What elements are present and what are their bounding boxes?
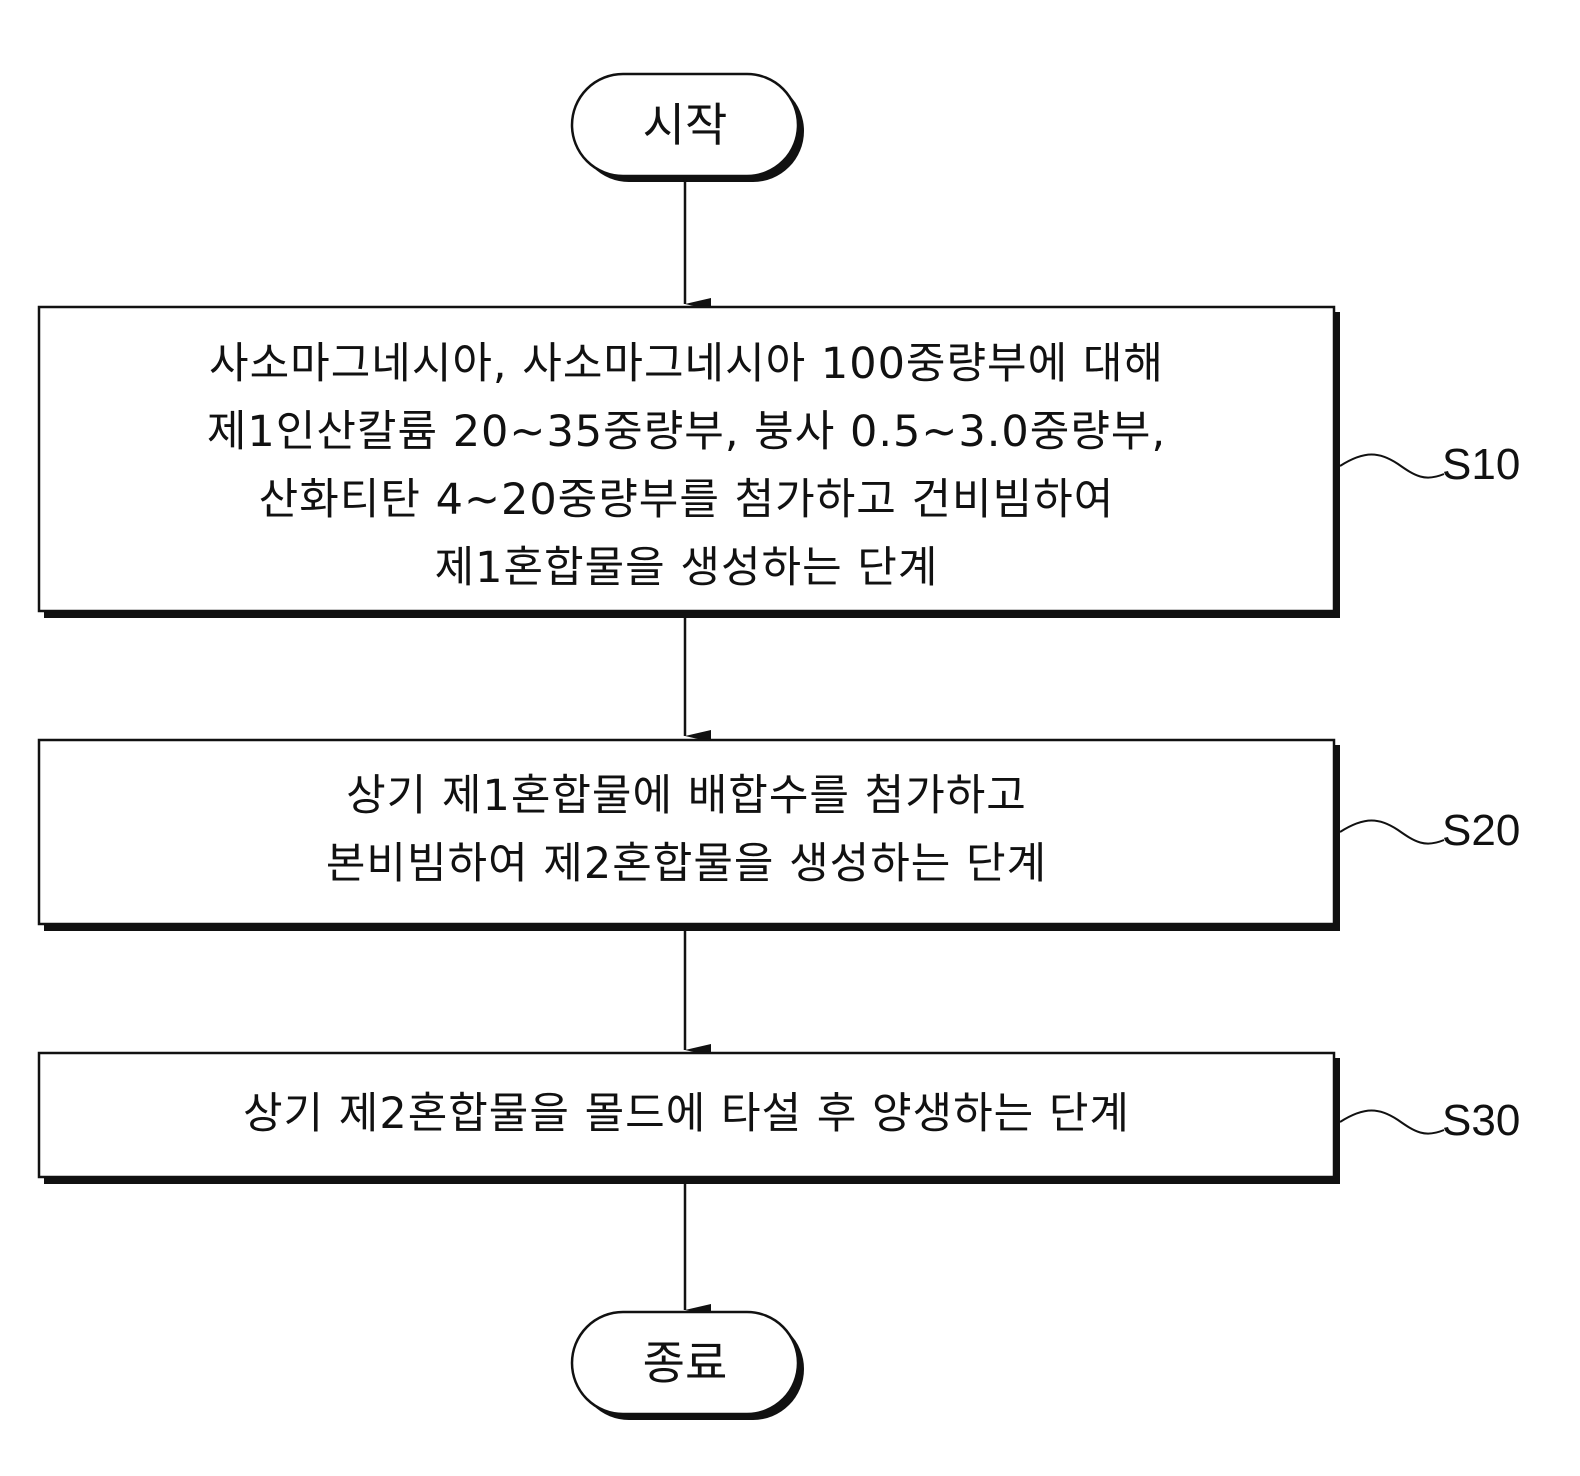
step-text-s20: 상기 제1혼합물에 배합수를 첨가하고 본비빔하여 제2혼합물을 생성하는 단계 <box>39 762 1334 898</box>
leader-line-s10 <box>1339 453 1445 479</box>
start-label: 시작 <box>642 98 728 152</box>
leader-line-s20 <box>1339 819 1445 845</box>
step-text-line: 사소마그네시아, 사소마그네시아 100중량부에 대해 <box>209 339 1164 389</box>
step-text-line: 상기 제2혼합물을 몰드에 타설 후 양생하는 단계 <box>242 1089 1130 1139</box>
step-text-line: 본비빔하여 제2혼합물을 생성하는 단계 <box>325 839 1048 889</box>
end-label: 종료 <box>642 1336 728 1390</box>
step-text-line: 산화티탄 4~20중량부를 첨가하고 건비빔하여 <box>258 475 1115 525</box>
step-text-s10: 사소마그네시아, 사소마그네시아 100중량부에 대해 제1인산칼륨 20~35… <box>39 330 1334 602</box>
step-box-s10-shape <box>37 305 1336 613</box>
step-box-s20 <box>37 738 1340 931</box>
step-label-s20: S20 <box>1442 806 1521 855</box>
step-text-line: 제1혼합물을 생성하는 단계 <box>434 543 939 593</box>
step-label-s30: S30 <box>1442 1096 1521 1145</box>
start-terminal-shape <box>570 72 800 178</box>
step-box-s30-shape <box>37 1051 1336 1179</box>
end-terminal <box>570 1310 804 1420</box>
step-label-s10: S10 <box>1442 440 1521 489</box>
step-text-s30: 상기 제2혼합물을 몰드에 타설 후 양생하는 단계 <box>39 1080 1334 1148</box>
step-box-s30 <box>37 1051 1340 1184</box>
end-terminal-shape <box>570 1310 800 1416</box>
leader-line-s30 <box>1339 1109 1445 1135</box>
step-box-s10 <box>37 305 1340 618</box>
start-terminal <box>570 72 804 182</box>
step-box-s20-shape <box>37 738 1336 926</box>
step-text-line: 제1인산칼륨 20~35중량부, 붕사 0.5~3.0중량부, <box>206 407 1167 457</box>
step-text-line: 상기 제1혼합물에 배합수를 첨가하고 <box>346 771 1027 821</box>
